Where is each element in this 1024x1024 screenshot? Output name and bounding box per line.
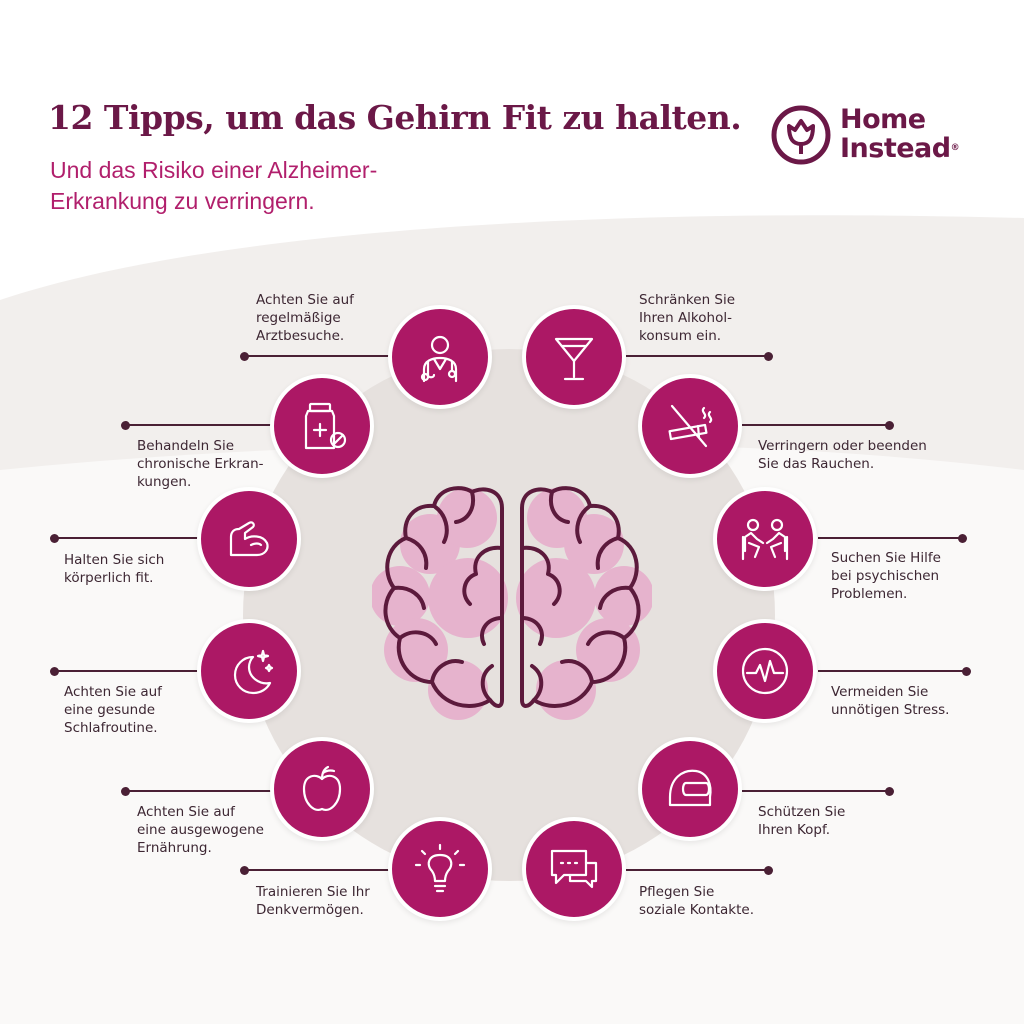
connector-dot: [885, 787, 894, 796]
tip-text: Behandeln Sie chronische Erkran-kungen.: [137, 437, 264, 491]
tip-icon-circle: [713, 619, 817, 723]
tip-icon-circle: [388, 817, 492, 921]
tip-text-line: Vermeiden Sie: [831, 684, 929, 700]
tip-icon-circle: [270, 737, 374, 841]
connector-dot: [240, 352, 249, 361]
tip-text-line: Behandeln Sie: [137, 438, 235, 454]
tip-icon-circle: [197, 619, 301, 723]
connector-dot: [958, 534, 967, 543]
tip-text-line: Verringern oder beenden: [758, 438, 927, 454]
connector-dot: [962, 667, 971, 676]
tip-text-line: Arztbesuche.: [256, 328, 345, 344]
tip-icon-circle: [270, 374, 374, 478]
connector-line: [626, 869, 768, 871]
connector-dot: [50, 667, 59, 676]
tip-text-line: Problemen.: [831, 586, 908, 602]
tulip-logo-icon: [771, 105, 831, 165]
connector-dot: [240, 866, 249, 875]
tip-icon-circle: [197, 487, 301, 591]
tip-text-line: kungen.: [137, 474, 192, 490]
tip-icon-circle: [522, 305, 626, 409]
connector-line: [818, 670, 966, 672]
connector-line: [54, 537, 201, 539]
doctor-icon: [420, 335, 458, 383]
connector-dot: [885, 421, 894, 430]
connector-line: [125, 424, 274, 426]
page-subtitle: Und das Risiko einer Alzheimer-Erkrankun…: [50, 157, 378, 214]
connector-dot: [121, 421, 130, 430]
connector-dot: [121, 787, 130, 796]
helmet-icon: [668, 769, 712, 807]
logo-registered: ®: [950, 143, 960, 153]
tip-text-line: Achten Sie auf: [256, 292, 354, 308]
connector-line: [244, 355, 392, 357]
page-title: 12 Tipps, um das Gehirn Fit zu halten.: [48, 98, 742, 137]
tip-text-line: konsum ein.: [639, 328, 722, 344]
tip-text-line: Trainieren Sie Ihr: [256, 884, 370, 900]
tip-text-line: soziale Kontakte.: [639, 902, 755, 918]
chat-bubbles-icon: [550, 849, 598, 889]
connector-line: [742, 790, 889, 792]
connector-dot: [50, 534, 59, 543]
tip-text-line: Achten Sie auf: [64, 684, 162, 700]
tip-icon-circle: [388, 305, 492, 409]
tip-text: Vermeiden Sie unnötigen Stress.: [831, 683, 949, 719]
apple-icon: [302, 765, 342, 811]
connector-dot: [764, 352, 773, 361]
tip-text-line: körperlich fit.: [64, 570, 154, 586]
logo-line-1: Home: [840, 104, 926, 135]
tip-icon-circle: [638, 374, 742, 478]
medicine-jar-icon: [304, 402, 347, 450]
tip-text-line: Pflegen Sie: [639, 884, 715, 900]
flexed-arm-icon: [229, 521, 269, 557]
tip-text-line: Ihren Alkohol-: [639, 310, 732, 326]
therapy-session-icon: [741, 518, 789, 561]
brain-illustration: [372, 486, 652, 720]
tip-text-line: chronische Erkran-: [137, 456, 264, 472]
tip-text-line: bei psychischen: [831, 568, 940, 584]
heartbeat-icon: [741, 647, 789, 695]
tip-text-line: Schränken Sie: [639, 292, 736, 308]
connector-line: [818, 537, 962, 539]
tip-icon-circle: [713, 487, 817, 591]
connector-line: [54, 670, 201, 672]
tip-icon-circle: [638, 737, 742, 841]
tip-text-line: unnötigen Stress.: [831, 702, 950, 718]
tip-text-line: Ernährung.: [137, 840, 212, 856]
tip-text-line: eine ausgewogene: [137, 822, 264, 838]
tip-text-line: Schlafroutine.: [64, 720, 158, 736]
lightbulb-icon: [414, 843, 466, 893]
tip-text-line: Halten Sie sich: [64, 552, 165, 568]
tip-text-line: Suchen Sie Hilfe: [831, 550, 941, 566]
connector-line: [626, 355, 768, 357]
tip-icon-circle: [522, 817, 626, 921]
connector-line: [742, 424, 889, 426]
connector-dot: [764, 866, 773, 875]
logo-line-2: Instead: [840, 133, 951, 164]
tip-text-line: eine gesunde: [64, 702, 156, 718]
tip-text: Pflegen Sie soziale Kontakte.: [639, 883, 754, 919]
connector-line: [244, 869, 392, 871]
central-circle: [243, 349, 775, 881]
tip-text-line: Denkvermögen.: [256, 902, 364, 918]
tip-text-line: regelmäßige: [256, 310, 341, 326]
home-instead-logo: Home Instead®: [770, 104, 990, 170]
tip-text: Halten Sie sich körperlich fit.: [64, 551, 164, 587]
no-smoking-icon: [668, 404, 713, 448]
connector-line: [125, 790, 274, 792]
tip-text-line: Achten Sie auf: [137, 804, 235, 820]
cocktail-glass-icon: [554, 337, 594, 381]
tip-text-line: Sie das Rauchen.: [758, 456, 875, 472]
moon-stars-icon: [233, 649, 274, 695]
tip-text-line: Schützen Sie: [758, 804, 846, 820]
tip-text-line: Ihren Kopf.: [758, 822, 831, 838]
